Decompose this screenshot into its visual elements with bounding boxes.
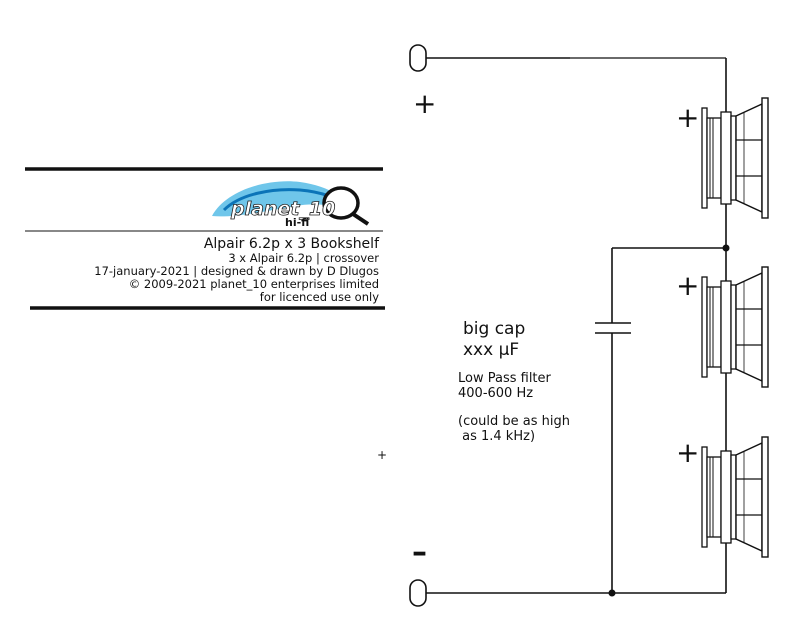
logo-ring bbox=[322, 186, 360, 220]
filter-note-line1: (could be as high bbox=[458, 414, 571, 429]
drawing-subtitle: 3 x Alpair 6.2p | crossover bbox=[228, 251, 379, 265]
terminal-positive bbox=[409, 44, 427, 72]
drawing-date-author: 17-january-2021 | designed & drawn by D … bbox=[94, 264, 379, 278]
input-plus-sign: + bbox=[413, 87, 437, 120]
drawing-licence: for licenced use only bbox=[259, 290, 379, 304]
driver-2-plus-sign: + bbox=[676, 269, 700, 302]
logo-sub-text: hi-fi bbox=[285, 216, 309, 229]
driver-3 bbox=[701, 436, 769, 558]
planet10-logo: planet_10 hi-fi bbox=[212, 181, 370, 229]
driver-1-plus-sign: + bbox=[676, 101, 700, 134]
driver-1 bbox=[701, 97, 769, 219]
input-minus-sign: – bbox=[412, 535, 427, 570]
terminal-negative bbox=[409, 579, 427, 607]
junction-dot-bottom bbox=[608, 589, 616, 597]
filter-range: 400-600 Hz bbox=[458, 386, 534, 401]
filter-note-line2: as 1.4 kHz) bbox=[458, 429, 536, 444]
drawing-copyright: © 2009-2021 planet_10 enterprises limite… bbox=[128, 277, 379, 291]
center-mark: + bbox=[377, 448, 388, 462]
filter-type: Low Pass filter bbox=[458, 371, 551, 386]
capacitor-label: big cap bbox=[463, 319, 526, 339]
driver-3-plus-sign: + bbox=[676, 436, 700, 469]
junction-dot-top bbox=[722, 244, 730, 252]
logo-main-text: planet_10 bbox=[230, 198, 335, 220]
driver-2 bbox=[701, 266, 769, 388]
capacitor-symbol bbox=[595, 322, 631, 334]
drawing-title: Alpair 6.2p x 3 Bookshelf bbox=[203, 236, 379, 252]
capacitor-value: xxx µF bbox=[463, 340, 520, 360]
